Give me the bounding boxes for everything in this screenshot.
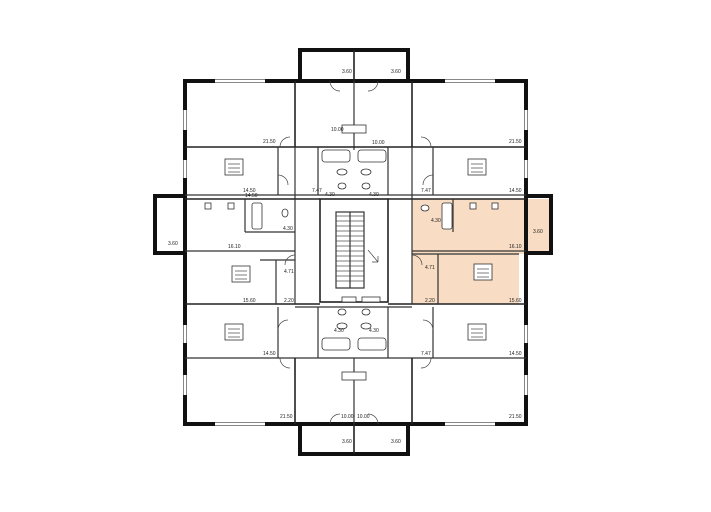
partitions — [185, 81, 526, 424]
door-swing — [411, 254, 423, 266]
area-label: 4.30 — [369, 328, 379, 334]
door-swing — [329, 413, 341, 425]
area-label: 21.50 — [280, 414, 293, 420]
stair-core — [319, 198, 389, 303]
door-swing — [279, 136, 291, 148]
area-label: 2.20 — [284, 298, 294, 304]
door-swing — [277, 174, 289, 186]
area-label: 10.00 — [357, 414, 370, 420]
shaft-icon — [361, 296, 381, 303]
door-swing — [367, 80, 379, 92]
area-label: 3.60 — [533, 229, 543, 235]
bath-fixtures — [204, 124, 499, 381]
right-balcony-wall — [526, 194, 553, 255]
area-label: 7.47 — [421, 351, 431, 357]
area-label: 16.10 — [509, 244, 522, 250]
area-label: 14.50 — [243, 188, 256, 194]
area-label: 14.50 — [509, 188, 522, 194]
staircase — [335, 211, 379, 289]
stair-arrow-icon — [367, 249, 379, 263]
toilet-icon — [420, 204, 430, 212]
toilet-icon — [337, 308, 347, 316]
door-swing — [420, 357, 432, 369]
sink-icon — [336, 168, 348, 176]
outer-walls — [153, 48, 553, 456]
windows — [183, 79, 528, 426]
shaft-icon — [341, 296, 357, 303]
bathtub-icon — [251, 202, 263, 230]
vent-icon — [491, 202, 499, 210]
toilet-icon — [361, 182, 371, 190]
vent-icon — [227, 202, 235, 210]
area-label: 7.47 — [421, 188, 431, 194]
area-label: 10.00 — [341, 414, 354, 420]
area-label: 3.60 — [391, 69, 401, 75]
door-swing — [277, 319, 289, 331]
bathtub-icon — [357, 337, 387, 351]
shaft-icon — [341, 371, 367, 381]
area-label: 16.10 — [228, 244, 241, 250]
area-label: 3.60 — [342, 69, 352, 75]
vent-icon — [469, 202, 477, 210]
area-label: 21.50 — [509, 139, 522, 145]
sink-icon — [360, 168, 372, 176]
bathtub-icon — [357, 149, 387, 163]
area-label: 21.50 — [509, 414, 522, 420]
area-label: 4.30 — [369, 192, 379, 198]
door-swing — [422, 319, 434, 331]
door-swing — [279, 357, 291, 369]
area-label: 10.00 — [372, 140, 385, 146]
area-label: 14.50 — [245, 193, 258, 199]
area-label: 15.60 — [509, 298, 522, 304]
area-label: 3.60 — [391, 439, 401, 445]
stove-icon — [231, 265, 251, 283]
stove-icon — [224, 158, 244, 176]
door-swing — [329, 80, 341, 92]
room-area-labels: 3.60 3.60 3.60 3.60 3.60 3.60 21.50 21.5… — [168, 69, 543, 445]
area-label: 4.71 — [425, 265, 435, 271]
area-label: 4.71 — [284, 269, 294, 275]
area-label: 4.30 — [334, 328, 344, 334]
shaft-icon — [341, 124, 367, 134]
area-label: 4.30 — [431, 218, 441, 224]
area-label: 3.60 — [168, 241, 178, 247]
left-balcony-wall — [153, 194, 185, 255]
stove-icon — [473, 263, 493, 281]
area-label: 4.30 — [283, 226, 293, 232]
toilet-icon — [281, 208, 289, 218]
bathtub-icon — [321, 337, 351, 351]
stove-icon — [224, 323, 244, 341]
door-swing — [284, 254, 296, 266]
area-label: 14.50 — [509, 351, 522, 357]
stair-treads — [336, 215, 364, 282]
stoves — [224, 158, 493, 341]
door-swing — [420, 136, 432, 148]
door-swing — [367, 413, 379, 425]
area-label: 3.60 — [342, 439, 352, 445]
sink-icon — [336, 322, 348, 330]
doors — [277, 80, 434, 425]
area-label: 15.60 — [243, 298, 256, 304]
stove-icon — [467, 158, 487, 176]
bathtub-icon — [441, 202, 453, 230]
stove-icon — [467, 323, 487, 341]
area-label: 10.00 — [331, 127, 344, 133]
highlighted-balcony-fill — [519, 199, 549, 254]
vent-icon — [204, 202, 212, 210]
door-swing — [422, 174, 434, 186]
area-label: 21.50 — [263, 139, 276, 145]
area-label: 7.47 — [312, 188, 322, 194]
area-label: 4.30 — [325, 192, 335, 198]
area-label: 14.50 — [263, 351, 276, 357]
toilet-icon — [361, 308, 371, 316]
sink-icon — [360, 322, 372, 330]
bathtub-icon — [321, 149, 351, 163]
toilet-icon — [337, 182, 347, 190]
area-label: 2.20 — [425, 298, 435, 304]
